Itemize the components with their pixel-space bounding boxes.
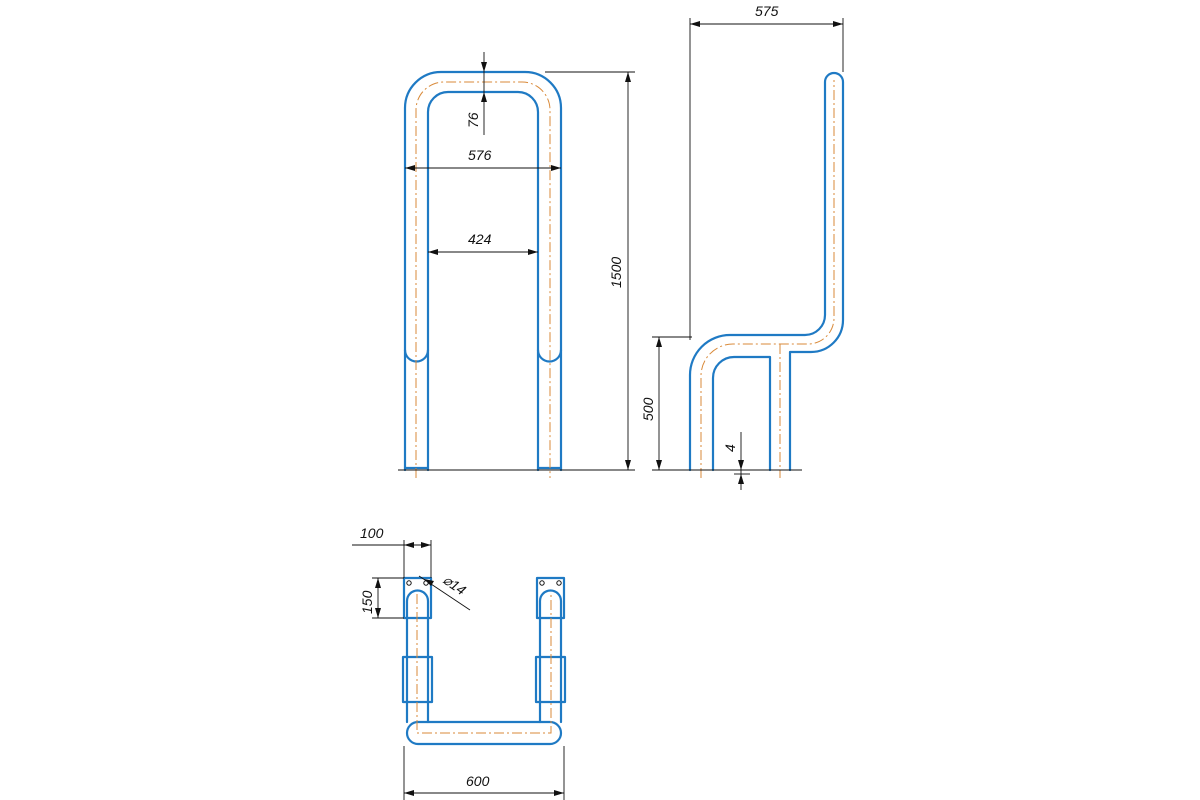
- plan-left-hole-1: [406, 580, 412, 586]
- dim-4-label: 4: [722, 444, 738, 452]
- dim-100: 100: [352, 525, 432, 578]
- dim-575: 575: [689, 3, 844, 340]
- dim-hole-diameter-label: ⌀14: [440, 571, 469, 598]
- side-frame-centerline: [700, 80, 835, 478]
- dim-4: 4: [722, 432, 750, 490]
- dim-500-label: 500: [640, 397, 656, 421]
- dim-576-label: 576: [468, 147, 492, 163]
- dim-575-label: 575: [755, 3, 779, 19]
- dim-600-label: 600: [466, 773, 490, 789]
- dim-500: 500: [640, 336, 692, 471]
- dim-600: 600: [403, 746, 565, 800]
- dim-424: 424: [428, 231, 538, 255]
- plan-right-rail: [538, 589, 563, 724]
- side-frame-inner: [711, 355, 772, 472]
- plan-centerline: [416, 594, 552, 734]
- front-frame-outer: [403, 70, 563, 472]
- dim-76: 76: [465, 52, 487, 135]
- plan-right-hole-2: [556, 580, 562, 586]
- plan-left-rail: [405, 589, 430, 724]
- front-view: 76 576 424 1500: [398, 52, 635, 478]
- dim-100-label: 100: [360, 525, 384, 541]
- dim-576: 576: [405, 147, 561, 171]
- dim-1500: 1500: [545, 71, 635, 471]
- front-frame-centerline: [415, 81, 551, 478]
- front-frame-inner: [426, 90, 540, 472]
- plan-front-crossbar: [405, 720, 563, 746]
- dim-76-label: 76: [465, 112, 481, 128]
- dim-150-label: 150: [359, 590, 375, 614]
- plan-right-hole-1: [539, 580, 545, 586]
- side-view: 575 500 4: [640, 3, 845, 490]
- side-frame-outer: [688, 71, 845, 472]
- dim-424-label: 424: [468, 231, 492, 247]
- dim-1500-label: 1500: [608, 257, 624, 288]
- plan-view: 100 150 ⌀14 600: [352, 525, 567, 800]
- dim-150: 150: [359, 577, 404, 619]
